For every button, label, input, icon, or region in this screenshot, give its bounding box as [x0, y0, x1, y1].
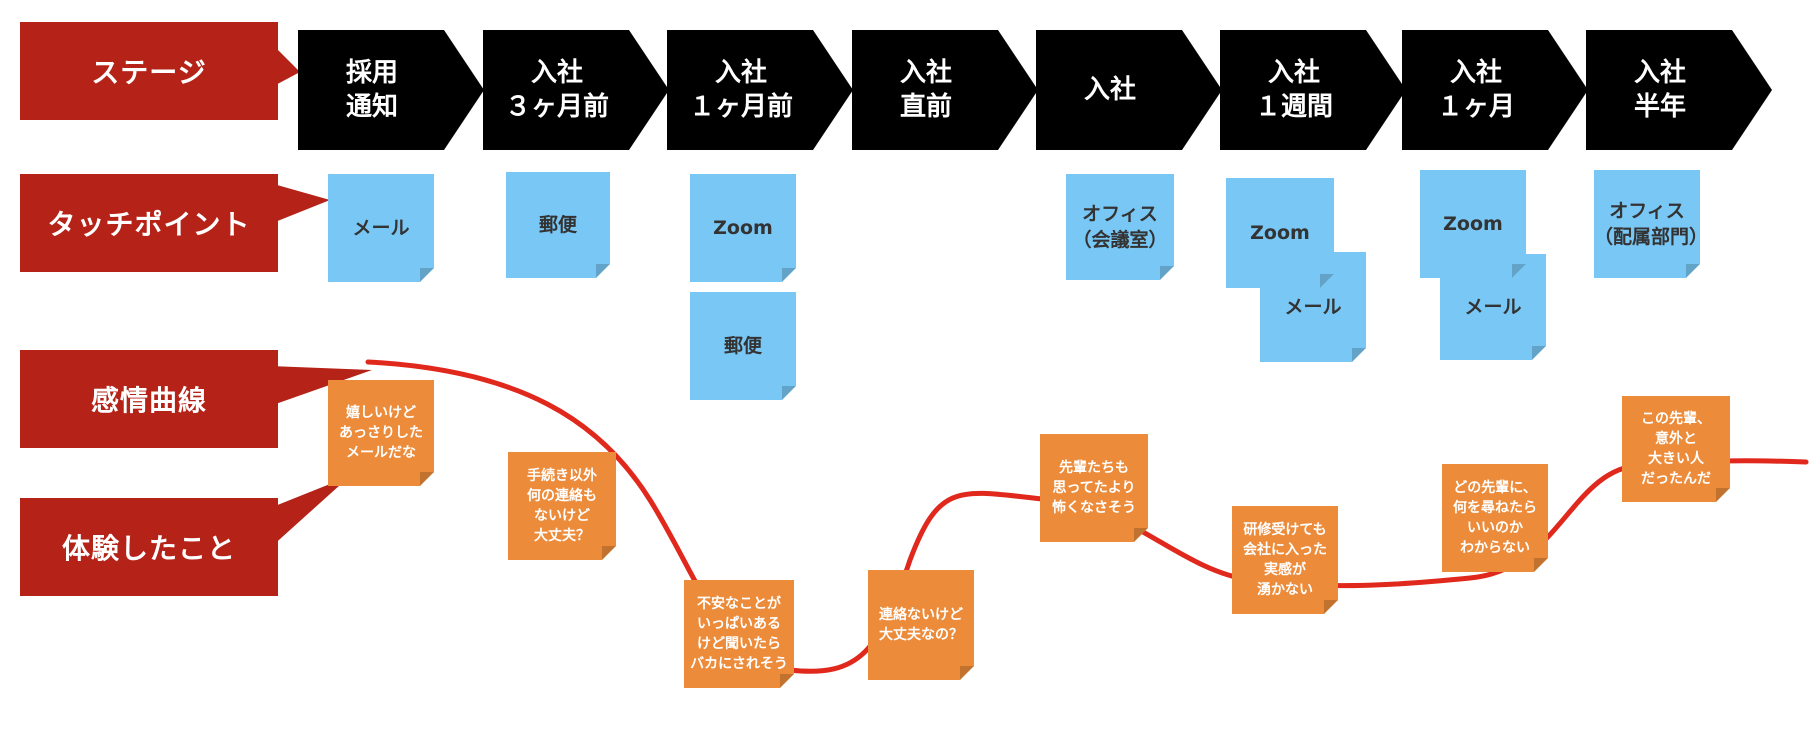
touchpoint-note: Zoom: [690, 174, 796, 282]
stage-label: 入社 半年: [1633, 58, 1686, 122]
touchpoint-text: メール: [1284, 296, 1342, 318]
row-label-touchpoint-text: タッチポイント: [47, 208, 251, 241]
experience-note: 手続き以外 何の連絡も ないけど 大丈夫？: [508, 452, 616, 560]
row-label-emotion-curve: 感情曲線: [20, 350, 278, 448]
experience-note: この先輩、 意外と 大きい人 だったんだ: [1622, 396, 1730, 502]
experience-text: 研修受けても 会社に入った 実感が 湧かない: [1243, 522, 1327, 598]
row-label-stage-text: ステージ: [91, 56, 207, 89]
touchpoint-text: オフィス （配属部門）: [1594, 200, 1709, 248]
stage-chevron: 入社 １週間: [1220, 30, 1406, 150]
emotion-curve: [365, 359, 1809, 674]
touchpoint-note: オフィス （配属部門）: [1594, 170, 1700, 278]
experience-note: 研修受けても 会社に入った 実感が 湧かない: [1232, 506, 1338, 614]
experience-note: 先輩たちも 思ってたより 怖くなさそう: [1040, 434, 1148, 542]
stage-label: 入社 １ヶ月前: [688, 58, 793, 122]
touchpoint-text: Zoom: [713, 217, 773, 239]
touchpoint-text: 郵便: [723, 335, 762, 357]
row-label-stage: ステージ: [20, 22, 278, 120]
touchpoint-text: オフィス （会議室）: [1072, 203, 1168, 251]
row-label-touchpoint: タッチポイント: [20, 174, 278, 272]
stage-label: 入社 １ヶ月: [1436, 58, 1515, 122]
stage-label: 入社 １週間: [1254, 58, 1333, 122]
stage-chevron: 入社 １ヶ月: [1402, 30, 1588, 150]
touchpoint-note: Zoom: [1420, 170, 1526, 278]
touchpoint-note: Zoom: [1226, 178, 1334, 288]
touchpoint-text: 郵便: [538, 214, 577, 236]
touchpoint-text: Zoom: [1443, 213, 1503, 235]
touchpoint-text: メール: [352, 217, 410, 239]
experience-note: 不安なことが いっぱいある けど聞いたら バカにされそう: [684, 580, 794, 688]
experience-text: この先輩、 意外と 大きい人 だったんだ: [1641, 411, 1711, 487]
stage-chevron: 入社: [1036, 30, 1222, 150]
experience-label-pointer: [270, 476, 350, 548]
experience-note: どの先輩に、 何を尋ねたら いいのか わからない: [1442, 464, 1548, 572]
experience-note: 嬉しいけど あっさりした メールだな: [328, 380, 434, 486]
experience-note: 連絡ないけど 大丈夫なの？: [868, 570, 974, 680]
touchpoint-note: 郵便: [506, 172, 610, 278]
stage-label: 入社: [1083, 75, 1136, 105]
touchpoint-note: 郵便: [690, 292, 796, 400]
touchpoint-text: メール: [1464, 296, 1522, 318]
experience-text: どの先輩に、 何を尋ねたら いいのか わからない: [1453, 480, 1537, 556]
stage-chevron: 採用 通知: [298, 30, 484, 150]
stage-label: 入社 ３ヶ月前: [504, 58, 609, 122]
row-label-emotion-curve-text: 感情曲線: [90, 384, 207, 417]
stage-label: 採用 通知: [345, 58, 398, 122]
touchpoint-note: オフィス （会議室）: [1066, 174, 1174, 280]
touchpoint-label-pointer: [270, 183, 330, 224]
experience-text: 嬉しいけど あっさりした メールだな: [339, 405, 423, 461]
touchpoint-note: メール: [328, 174, 434, 282]
stage-label: 入社 直前: [899, 58, 952, 122]
row-label-experience-text: 体験したこと: [61, 532, 236, 565]
experience-text: 手続き以外 何の連絡も ないけど 大丈夫？: [527, 468, 597, 544]
experience-text: 先輩たちも 思ってたより 怖くなさそう: [1052, 460, 1136, 516]
stage-chevron: 入社 直前: [852, 30, 1038, 150]
emotion-label-pointer: [270, 366, 372, 406]
stage-chevron: 入社 １ヶ月前: [667, 30, 853, 150]
row-label-experience: 体験したこと: [20, 498, 278, 596]
experience-text: 連絡ないけど 大丈夫なの？: [879, 607, 963, 643]
touchpoint-text: Zoom: [1250, 222, 1310, 244]
stage-chevron: 入社 半年: [1586, 30, 1772, 150]
experience-text: 不安なことが いっぱいある けど聞いたら バカにされそう: [690, 596, 788, 672]
stage-chevron: 入社 ３ヶ月前: [483, 30, 669, 150]
